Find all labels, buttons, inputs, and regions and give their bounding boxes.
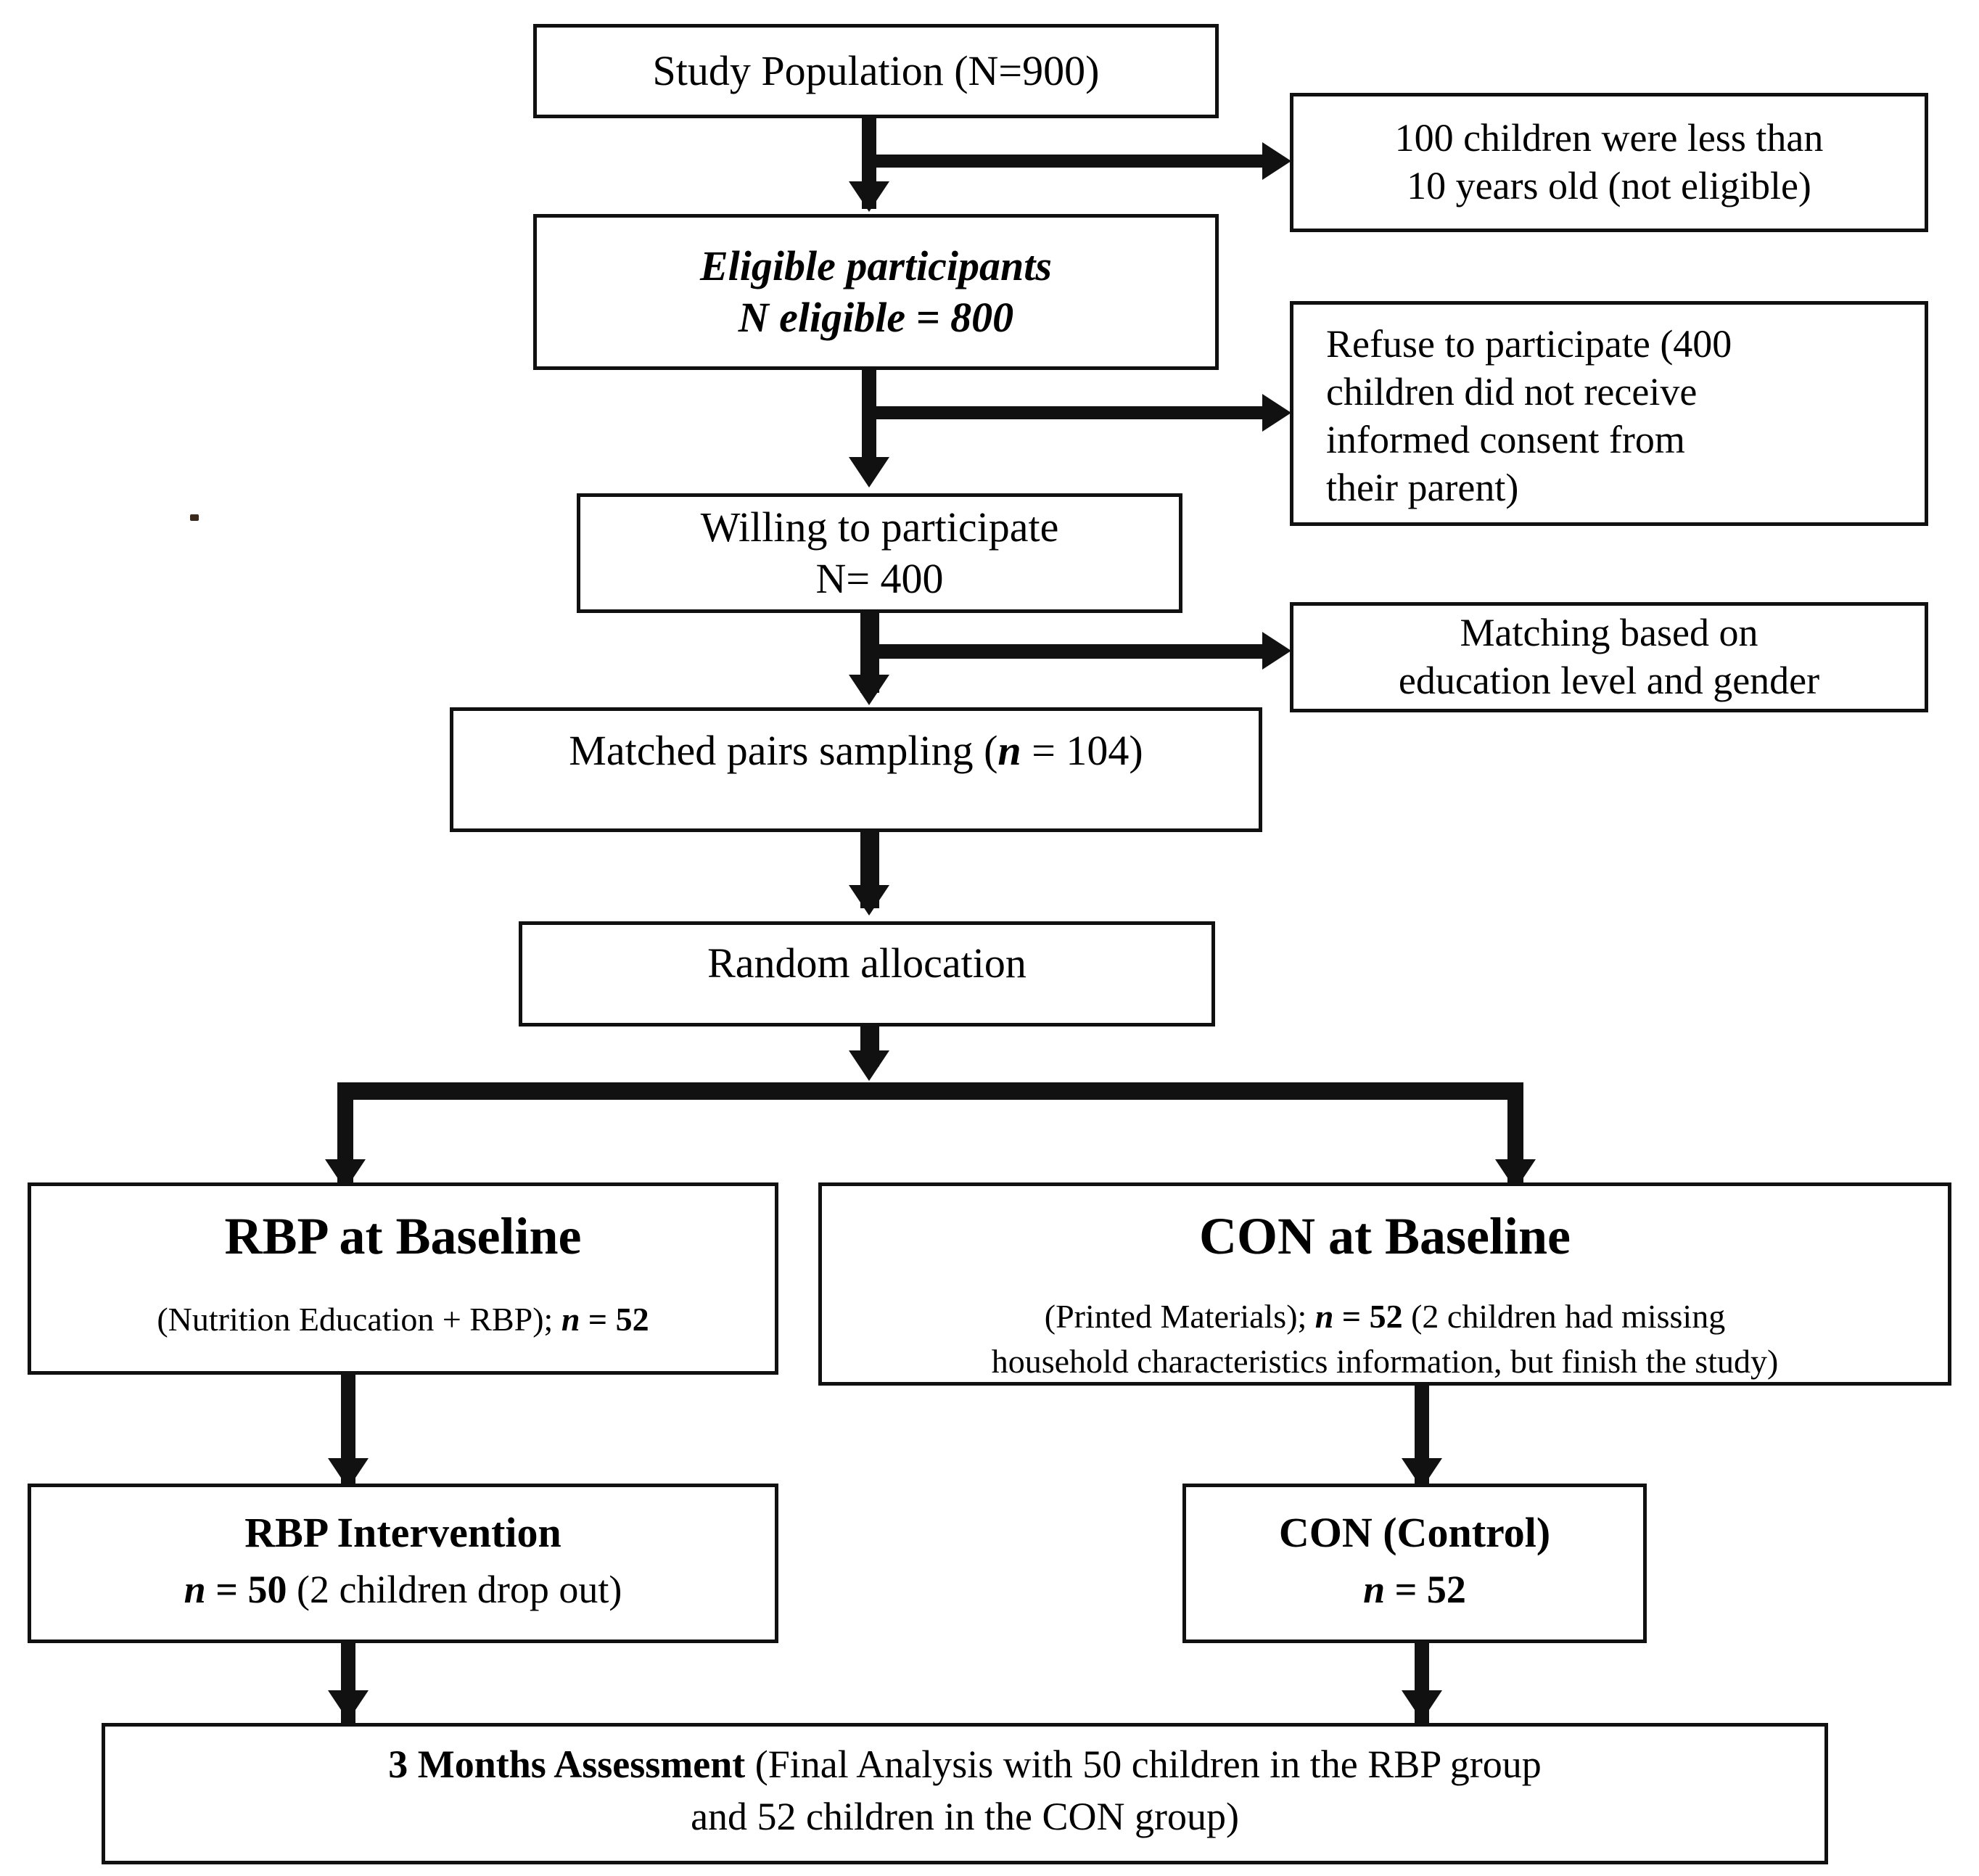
eligible-line-1: Eligible participants	[700, 242, 1052, 289]
matched-pairs-prefix: Matched pairs sampling (	[569, 727, 998, 774]
rbp-intervention-sub-tail: (2 children drop out)	[287, 1567, 622, 1611]
edge-con-control-to-assessment-arrowhead	[1402, 1690, 1442, 1721]
con-baseline-heading: CON at Baseline	[1199, 1207, 1571, 1265]
node-random-allocation[interactable]: Random allocation	[519, 921, 1215, 1027]
excluded-refusal-line-2: children did not receive	[1326, 369, 1698, 414]
assessment-line-1-tail: (Final Analysis with 50 children in the …	[745, 1743, 1542, 1786]
rbp-baseline-stat-symbol: n	[561, 1300, 580, 1338]
edge-matched-to-random-arrowhead	[849, 885, 889, 916]
node-rbp-intervention[interactable]: RBP Intervention n = 50 (2 children drop…	[28, 1484, 778, 1643]
rbp-baseline-heading: RBP at Baseline	[224, 1207, 582, 1265]
edge-willing-to-matching-arrowhead	[1262, 632, 1291, 670]
rbp-baseline-stat-value: = 52	[580, 1300, 649, 1338]
assessment-line-1: 3 Months Assessment (Final Analysis with…	[388, 1741, 1542, 1789]
con-baseline-stat-value: = 52	[1333, 1297, 1403, 1335]
edge-split-horizontal-bar	[337, 1082, 1523, 1100]
con-baseline-sub-tail: (2 children had missing	[1402, 1297, 1726, 1335]
con-control-stat-value: = 52	[1385, 1567, 1466, 1611]
assessment-heading: 3 Months Assessment	[388, 1743, 746, 1786]
assessment-line-2: and 52 children in the CON group)	[691, 1794, 1239, 1838]
edge-study-to-excluded-age-line	[862, 155, 1268, 168]
node-rbp-at-baseline[interactable]: RBP at Baseline (Nutrition Education + R…	[28, 1182, 778, 1375]
edge-split-left-stem	[337, 1082, 353, 1184]
edge-willing-to-matching-line	[860, 644, 1268, 659]
node-matching-criteria[interactable]: Matching based on education level and ge…	[1290, 602, 1928, 712]
matching-criteria-line-1: Matching based on	[1460, 611, 1758, 655]
matched-pairs-stat-symbol: n	[997, 727, 1021, 774]
node-con-control[interactable]: CON (Control) n = 52	[1182, 1484, 1647, 1643]
excluded-refusal-line-4: their parent)	[1326, 465, 1519, 509]
matching-criteria-line-2: education level and gender	[1398, 659, 1820, 702]
matched-pairs-label: Matched pairs sampling (n = 104)	[569, 725, 1143, 777]
rbp-intervention-subtext: n = 50 (2 children drop out)	[184, 1566, 622, 1614]
rbp-intervention-heading: RBP Intervention	[244, 1509, 561, 1556]
matched-pairs-value: = 104)	[1021, 727, 1143, 774]
eligible-line-2: N eligible = 800	[738, 293, 1014, 341]
node-willing-to-participate[interactable]: Willing to participate N= 400	[577, 493, 1182, 613]
excluded-refusal-line-3: informed consent from	[1326, 417, 1685, 461]
edge-eligible-to-willing-arrowhead	[849, 457, 889, 487]
willing-line-1: Willing to participate	[700, 503, 1059, 551]
con-baseline-subtext-line-2: household characteristics information, b…	[991, 1342, 1779, 1380]
willing-line-2: N= 400	[815, 554, 944, 602]
con-baseline-subtext-line-1: (Printed Materials); n = 52 (2 children …	[1045, 1296, 1725, 1337]
edge-random-to-split-arrowhead	[849, 1050, 889, 1081]
edge-willing-to-matched-arrowhead	[849, 675, 889, 705]
edge-rbp-intervention-to-assessment-arrowhead	[328, 1690, 369, 1721]
node-study-population[interactable]: Study Population (N=900)	[533, 24, 1219, 118]
rbp-intervention-stat-value: = 50	[205, 1567, 287, 1611]
con-control-stat-symbol: n	[1363, 1567, 1386, 1611]
edge-eligible-to-willing-stem	[862, 370, 876, 475]
node-con-at-baseline[interactable]: CON at Baseline (Printed Materials); n =…	[818, 1182, 1951, 1386]
edge-study-to-eligible-arrowhead	[849, 181, 889, 212]
rbp-baseline-sub-prefix: (Nutrition Education + RBP);	[157, 1300, 561, 1338]
edge-eligible-to-refusal-line	[862, 406, 1268, 419]
excluded-refusal-line-1: Refuse to participate (400	[1326, 322, 1732, 366]
excluded-age-line-2: 10 years old (not eligible)	[1407, 164, 1811, 207]
edge-study-to-excluded-age-arrowhead	[1262, 142, 1291, 180]
random-allocation-label: Random allocation	[707, 939, 1026, 987]
ink-speck-artifact	[190, 514, 199, 521]
rbp-intervention-stat-symbol: n	[184, 1567, 206, 1611]
con-baseline-stat-symbol: n	[1314, 1297, 1334, 1335]
node-matched-pairs-sampling[interactable]: Matched pairs sampling (n = 104)	[450, 707, 1262, 832]
rbp-baseline-subtext: (Nutrition Education + RBP); n = 52	[157, 1299, 649, 1340]
con-control-heading: CON (Control)	[1278, 1509, 1551, 1556]
node-excluded-refusal[interactable]: Refuse to participate (400 children did …	[1290, 301, 1928, 526]
edge-split-right-stem	[1507, 1082, 1523, 1184]
edge-eligible-to-refusal-arrowhead	[1262, 394, 1291, 432]
excluded-age-line-1: 100 children were less than	[1394, 116, 1824, 160]
con-baseline-sub-prefix: (Printed Materials);	[1044, 1297, 1315, 1335]
study-population-label: Study Population (N=900)	[652, 46, 1100, 94]
con-control-subtext: n = 52	[1363, 1566, 1466, 1614]
node-excluded-age[interactable]: 100 children were less than 10 years old…	[1290, 93, 1928, 232]
node-eligible-participants[interactable]: Eligible participants N eligible = 800	[533, 214, 1219, 370]
node-three-months-assessment[interactable]: 3 Months Assessment (Final Analysis with…	[102, 1723, 1828, 1864]
